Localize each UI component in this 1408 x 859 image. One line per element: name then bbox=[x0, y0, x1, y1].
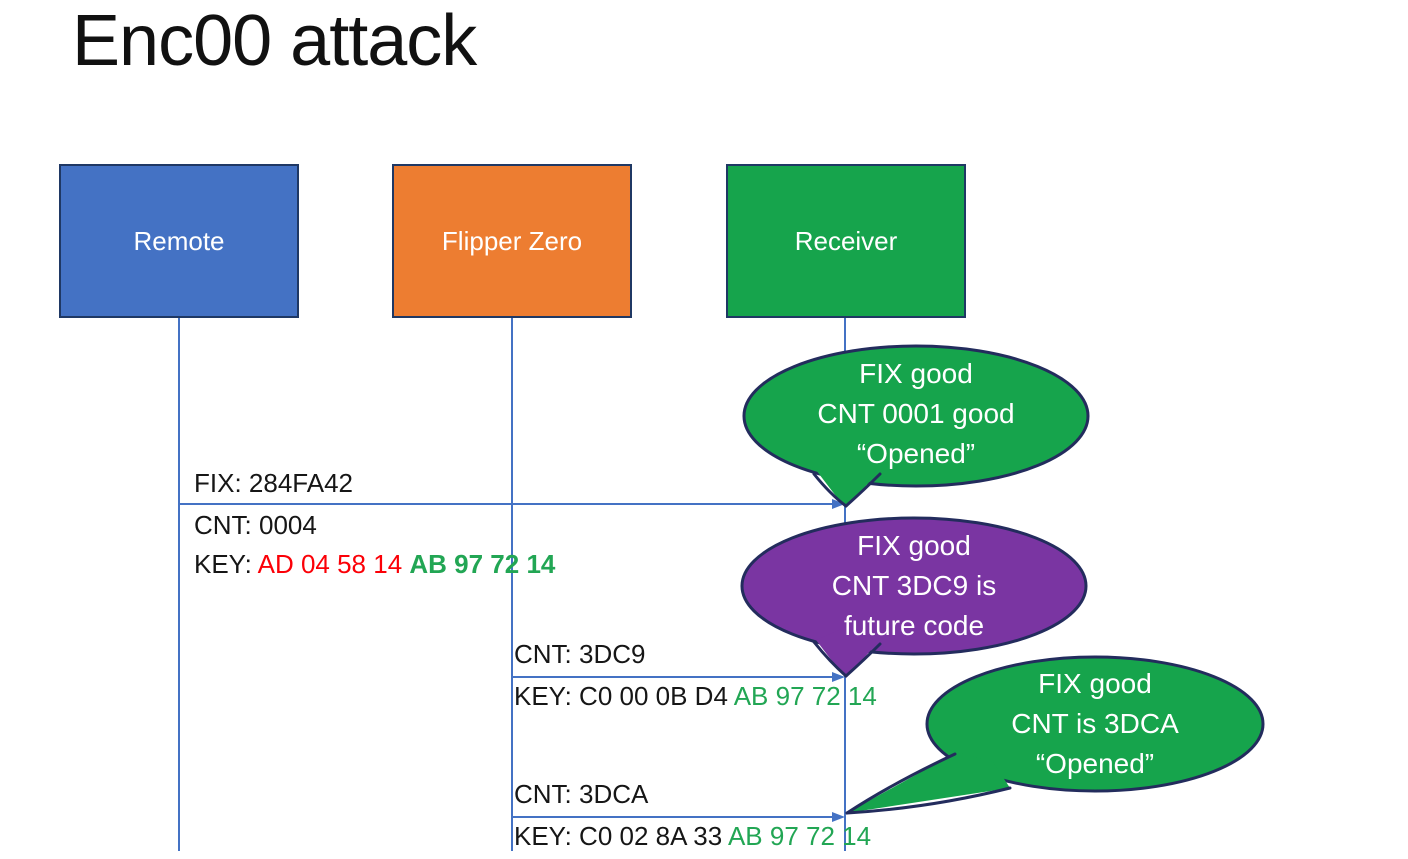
callout-bubble-3-tail-edge bbox=[845, 752, 957, 815]
callout-bubble-1-ellipse bbox=[742, 344, 1090, 488]
message-1-key-green-bytes: AB 97 72 14 bbox=[409, 549, 556, 579]
callout-3-line-2: CNT is 3DCA bbox=[1011, 708, 1179, 739]
callout-1-line-3: “Opened” bbox=[856, 438, 976, 469]
message-arrow-2-head-icon bbox=[832, 672, 845, 682]
callout-bubble-3-tail-edge bbox=[845, 786, 1012, 815]
callout-3-line-3: “Opened” bbox=[1035, 748, 1155, 779]
actor-box-receiver: Receiver bbox=[726, 164, 966, 318]
callout-bubble-3 bbox=[845, 655, 1265, 815]
message-arrow-2-line bbox=[512, 676, 836, 678]
actor-label-flipper-zero: Flipper Zero bbox=[441, 225, 583, 256]
callout-bubble-1 bbox=[742, 344, 1090, 508]
message-2-key-label: KEY: C0 00 0B D4 AB 97 72 14 bbox=[514, 681, 877, 711]
message-1-key-red-bytes: AD 04 58 14 bbox=[257, 549, 410, 579]
callout-bubble-1-tail bbox=[816, 456, 878, 504]
message-3-key-green-bytes: AB 97 72 14 bbox=[727, 821, 872, 851]
actor-box-remote: Remote bbox=[59, 164, 299, 318]
callout-bubble-2-tail-edge bbox=[844, 642, 882, 678]
callout-bubble-3-ellipse bbox=[925, 655, 1265, 793]
message-1-fix-label: FIX: 284FA42 bbox=[194, 468, 353, 498]
message-arrow-1-line bbox=[179, 503, 836, 505]
actor-label-remote: Remote bbox=[133, 225, 225, 256]
message-1-key-label: KEY: AD 04 58 14 AB 97 72 14 bbox=[194, 549, 555, 579]
message-3-key-black-bytes: C0 02 8A 33 bbox=[579, 821, 728, 851]
callout-3-line-1: FIX good bbox=[1038, 668, 1152, 699]
actor-box-flipper-zero: Flipper Zero bbox=[392, 164, 632, 318]
message-3-key-prefix: KEY: bbox=[514, 821, 580, 851]
callout-2-text: FIX good CNT 3DC9 is future code bbox=[738, 526, 1090, 646]
callout-2-line-1: FIX good bbox=[857, 530, 971, 561]
callout-bubble-2-tail bbox=[816, 626, 878, 674]
callout-1-line-2: CNT 0001 good bbox=[817, 398, 1015, 429]
message-arrow-3-line bbox=[512, 816, 836, 818]
message-arrow-3-head-icon bbox=[832, 812, 845, 822]
message-2-key-green-bytes: AB 97 72 14 bbox=[733, 681, 877, 711]
callout-2-line-3: future code bbox=[843, 610, 985, 641]
callout-bubble-1-tail-edge bbox=[812, 472, 848, 508]
callout-bubble-3-tail bbox=[847, 752, 1010, 813]
message-3-key-label: KEY: C0 02 8A 33 AB 97 72 14 bbox=[514, 821, 871, 851]
slide-title: Enc00 attack bbox=[72, 1, 477, 81]
callout-1-line-1: FIX good bbox=[859, 358, 973, 389]
message-1-cnt-label: CNT: 0004 bbox=[194, 510, 317, 540]
message-2-key-black-bytes: C0 00 0B D4 bbox=[579, 681, 734, 711]
callout-1-text: FIX good CNT 0001 good “Opened” bbox=[740, 354, 1092, 474]
actor-label-receiver: Receiver bbox=[794, 225, 898, 256]
callout-bubble-1-tail-edge bbox=[844, 472, 882, 508]
message-2-cnt-label: CNT: 3DC9 bbox=[514, 639, 646, 669]
callout-bubble-2 bbox=[740, 516, 1088, 678]
callout-bubble-2-ellipse bbox=[740, 516, 1088, 656]
callout-2-line-2: CNT 3DC9 is bbox=[831, 570, 997, 601]
message-1-key-prefix: KEY: bbox=[194, 549, 258, 579]
lifeline-flipper bbox=[511, 318, 513, 851]
message-2-key-prefix: KEY: bbox=[514, 681, 580, 711]
message-arrow-1-head-icon bbox=[832, 499, 845, 509]
callout-3-text: FIX good CNT is 3DCA “Opened” bbox=[923, 664, 1267, 784]
callout-bubble-2-tail-edge bbox=[812, 640, 848, 678]
message-3-cnt-label: CNT: 3DCA bbox=[514, 779, 649, 809]
lifeline-remote bbox=[178, 318, 180, 851]
